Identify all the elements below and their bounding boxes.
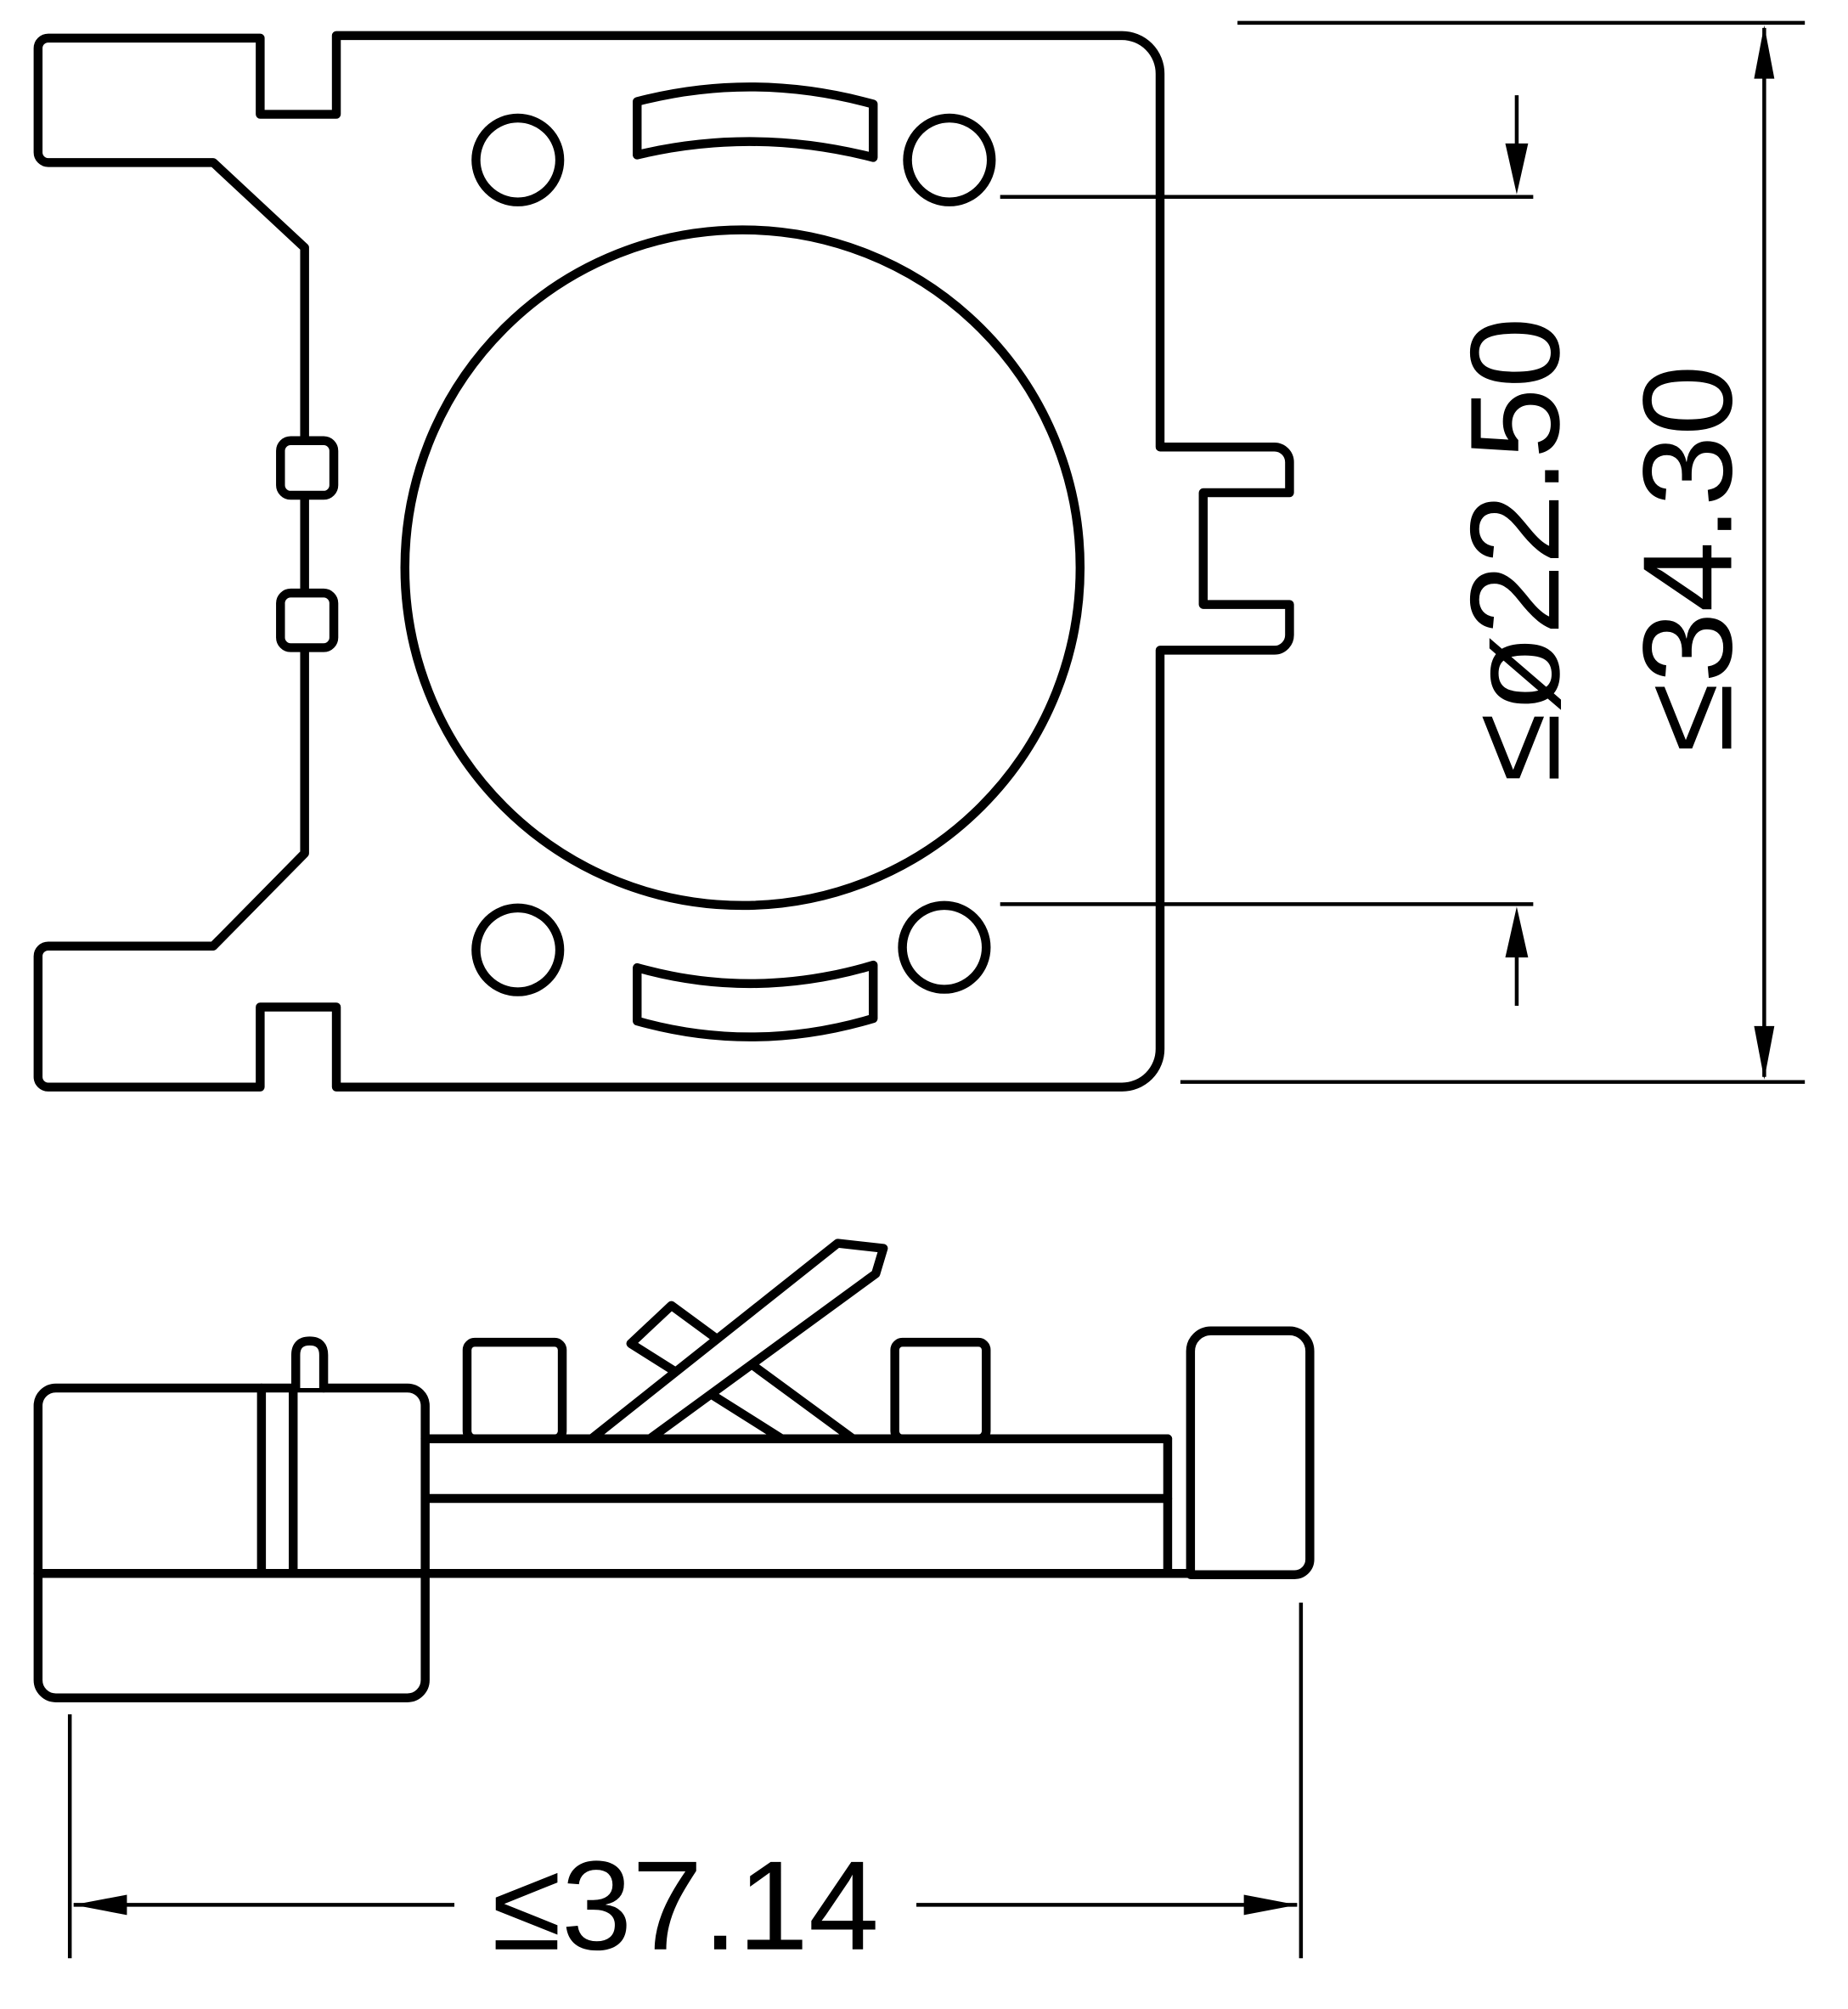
dimension-diameter: ≤ø22.50 (1000, 95, 1586, 1006)
front-view (33, 31, 1294, 1092)
spring-bar-up (587, 1239, 888, 1444)
arrow-up-icon (1505, 906, 1529, 958)
clip-nub-lower (276, 588, 339, 652)
mounting-hole-bottom-right (898, 900, 991, 994)
mounting-hole-top-left (471, 113, 565, 206)
arrow-left-icon (73, 1894, 127, 1916)
dimension-label-height: ≤34.30 (1617, 365, 1759, 753)
dimension-width: ≤37.14 (67, 1602, 1304, 1977)
side-view (33, 1239, 1315, 1702)
side-right-block (1186, 1326, 1315, 1579)
side-left-block (33, 1383, 430, 1702)
center-hole (400, 225, 1085, 911)
retention-post (290, 1336, 329, 1393)
slot-bottom (633, 960, 878, 1041)
mounting-hole-bottom-left (471, 903, 565, 996)
tab-left (462, 1337, 567, 1444)
arrow-right-icon (1243, 1894, 1298, 1916)
mounting-hole-top-right (903, 113, 996, 206)
arrow-up-icon (1754, 25, 1775, 79)
dimension-height: ≤34.30 (1180, 20, 1806, 1084)
dimension-label-width: ≤37.14 (492, 1835, 879, 1977)
arrow-down-icon (1505, 143, 1529, 195)
slot-top (633, 82, 878, 162)
dimension-label-diameter: ≤ø22.50 (1444, 318, 1586, 782)
clip-nub-upper (276, 436, 339, 500)
arrow-down-icon (1754, 1025, 1775, 1080)
tab-right (890, 1337, 991, 1444)
